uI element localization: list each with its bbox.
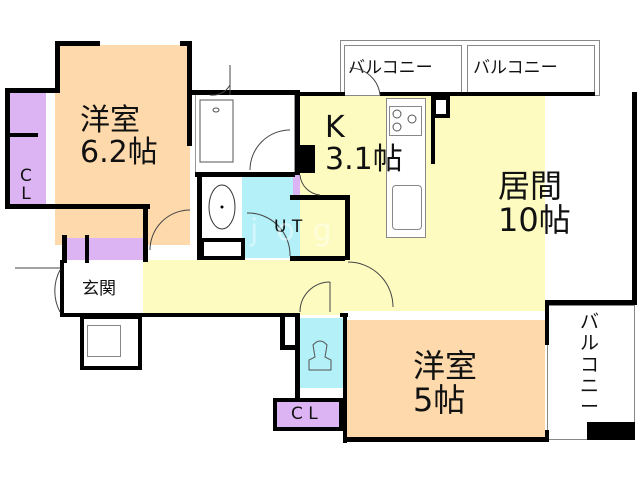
door-icon xyxy=(299,281,331,313)
wall xyxy=(295,145,315,173)
balcony-top-left-label: バルコニー xyxy=(348,58,433,78)
western-room-2 xyxy=(345,320,545,440)
wall xyxy=(60,260,64,317)
wall xyxy=(143,204,148,262)
wall xyxy=(380,92,595,96)
balcony-right-label: バ ル コ ニ ー xyxy=(580,311,600,419)
wall xyxy=(190,90,300,95)
watermark: jog xyxy=(250,213,350,248)
wall xyxy=(431,96,435,164)
wall xyxy=(60,313,300,317)
wall xyxy=(295,90,300,175)
wall xyxy=(55,41,100,46)
shoe-box xyxy=(80,315,142,370)
entrance-door-icon xyxy=(54,269,61,313)
sink xyxy=(392,185,422,230)
utility-label: U T xyxy=(274,217,303,237)
wall xyxy=(180,41,192,46)
stove-burner-icon xyxy=(407,114,417,124)
washbasin-icon xyxy=(208,184,236,230)
wall xyxy=(343,313,347,443)
door-icon xyxy=(299,174,321,196)
stove-burner-icon xyxy=(392,122,402,132)
closet-left xyxy=(8,90,46,205)
wall xyxy=(343,437,548,442)
toilet-icon xyxy=(308,340,332,371)
wall xyxy=(197,175,202,260)
closet-left-label: C L xyxy=(20,166,32,204)
wall xyxy=(545,300,637,305)
wall xyxy=(8,133,38,137)
entrance xyxy=(63,260,143,315)
wall xyxy=(5,88,60,93)
wall xyxy=(187,41,192,146)
wall xyxy=(290,195,350,200)
wall xyxy=(290,256,345,261)
stove xyxy=(389,106,422,136)
door-icon xyxy=(209,84,231,96)
wall xyxy=(545,430,549,442)
wall xyxy=(295,92,345,96)
wall xyxy=(62,235,67,263)
western-room-1-label: 洋室 6.2帖 xyxy=(80,103,158,170)
entrance-label: 玄関 xyxy=(82,279,116,299)
western-room-2-label: 洋室 5帖 xyxy=(413,347,478,419)
wall xyxy=(432,96,450,118)
balcony-door-icon xyxy=(349,67,381,96)
wall xyxy=(280,345,298,350)
balcony-right xyxy=(547,305,635,440)
wall xyxy=(345,195,350,260)
wall xyxy=(295,315,300,400)
toilet xyxy=(298,318,343,388)
wall xyxy=(545,300,549,345)
wall xyxy=(280,315,285,350)
door-icon xyxy=(246,212,291,257)
door-icon xyxy=(347,261,394,308)
door-icon xyxy=(249,129,291,171)
wall xyxy=(200,238,245,260)
hallway xyxy=(143,260,343,315)
stove-burner-icon xyxy=(392,109,402,119)
wall xyxy=(85,235,89,263)
wall xyxy=(5,88,10,208)
bathtub-icon xyxy=(199,99,234,163)
living-label: 居間 10帖 xyxy=(498,167,571,239)
wall xyxy=(55,41,60,91)
balcony-top-right-label: バルコニー xyxy=(473,58,558,78)
kitchen-label: K 3.1帖 xyxy=(325,110,403,177)
wall xyxy=(5,204,150,209)
closet-bottom xyxy=(273,398,343,431)
western-room-1 xyxy=(55,45,190,245)
balcony-right-block xyxy=(587,422,635,440)
wall xyxy=(632,92,637,302)
door-icon xyxy=(149,209,191,251)
shoe-box-inner xyxy=(87,325,121,357)
closet-bottom-label: C L xyxy=(291,404,318,424)
wall xyxy=(195,172,295,177)
